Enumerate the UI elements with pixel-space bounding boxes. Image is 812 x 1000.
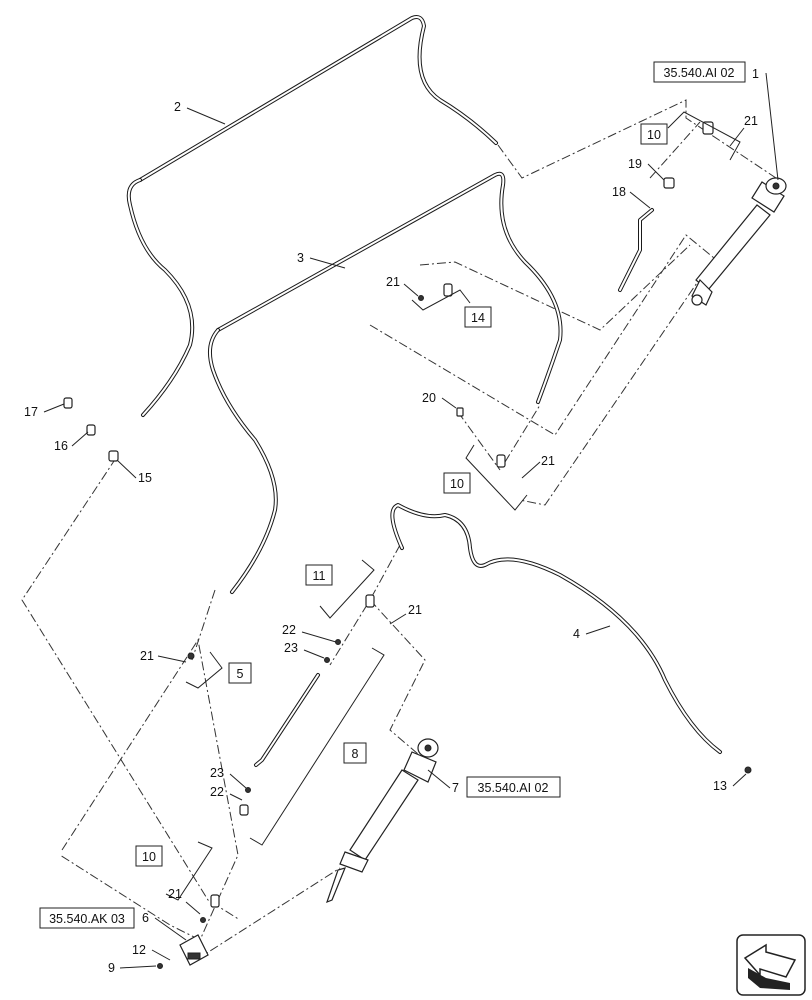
boxed-callout-14: 14 (464, 306, 492, 328)
hydraulic-cylinder-1 (691, 177, 787, 306)
callout-number: 22 (210, 785, 224, 799)
callout-number: 6 (142, 911, 149, 925)
callout-20: 20 (422, 391, 457, 409)
callout-number: 16 (54, 439, 68, 453)
bracket-group-10a (667, 111, 741, 161)
callout-number: 18 (612, 185, 626, 199)
callout-21-f: 21 (168, 887, 201, 915)
hydraulic-cylinder-7 (326, 738, 439, 904)
callout-17: 17 (24, 403, 65, 419)
callout-number: 21 (140, 649, 154, 663)
bracket-group-10c (165, 841, 213, 901)
callout-21-a: 21 (729, 114, 758, 147)
bracket-group-14 (411, 289, 471, 311)
bracket-group-10b (465, 444, 528, 511)
callout-13: 13 (713, 773, 747, 793)
callout-number: 22 (282, 623, 296, 637)
bracket-group-8 (249, 647, 385, 846)
callout-number: 10 (142, 850, 156, 864)
callout-9: 9 (108, 961, 157, 975)
callout-1: 1 (752, 67, 779, 181)
callout-number: 23 (284, 641, 298, 655)
callout-number: 21 (541, 454, 555, 468)
callout-number: 14 (471, 311, 485, 325)
callout-4: 4 (573, 625, 611, 641)
callout-6: 6 (142, 911, 187, 941)
callout-number: 8 (352, 747, 359, 761)
view-direction-arrow-icon (736, 934, 806, 996)
boxed-callout-5: 5 (228, 662, 252, 684)
callout-22-a: 22 (282, 623, 337, 643)
callout-number: 7 (452, 781, 459, 795)
hose-3 (207, 171, 563, 594)
callout-number: 19 (628, 157, 642, 171)
pipe-8 (254, 673, 320, 767)
callout-2: 2 (174, 100, 226, 125)
callout-21-d: 21 (389, 603, 422, 625)
callout-3: 3 (297, 251, 346, 269)
callout-number: 10 (450, 477, 464, 491)
callout-number: 21 (386, 275, 400, 289)
fittings (63, 121, 752, 969)
boxed-callout-10-b: 10 (443, 472, 471, 494)
connection-lines (21, 99, 777, 961)
callout-number: 1 (752, 67, 759, 81)
callout-number: 12 (132, 943, 146, 957)
hose-4 (390, 503, 722, 754)
callout-number: 21 (744, 114, 758, 128)
bracket-group-11 (319, 559, 375, 619)
callout-number: 13 (713, 779, 727, 793)
hose-2 (126, 15, 498, 417)
callout-23-b: 23 (210, 766, 247, 789)
callout-21-b: 21 (386, 275, 419, 297)
callout-12: 12 (132, 943, 171, 961)
boxed-callout-10-c: 10 (135, 845, 163, 867)
callout-number: 9 (108, 961, 115, 975)
callout-22-b: 22 (210, 785, 243, 801)
callout-19: 19 (628, 157, 665, 181)
reference-box-middle[interactable]: 35.540.AI 02 (466, 776, 561, 798)
callout-23-a: 23 (284, 641, 325, 659)
reference-box-bottom[interactable]: 35.540.AK 03 (39, 907, 135, 929)
callout-number: 10 (647, 128, 661, 142)
callout-18: 18 (612, 185, 651, 209)
callout-16: 16 (54, 431, 89, 453)
callout-number: 2 (174, 100, 181, 114)
callout-number: 3 (297, 251, 304, 265)
bracket-group-5 (185, 651, 223, 689)
boxed-callout-8: 8 (343, 742, 367, 764)
callout-number: 20 (422, 391, 436, 405)
callout-21-c: 21 (521, 454, 555, 479)
callout-number: 17 (24, 405, 38, 419)
callout-number: 11 (313, 569, 326, 583)
boxed-callout-10-a: 10 (640, 123, 668, 145)
reference-label: 35.540.AK 03 (49, 912, 125, 926)
callout-21-e: 21 (140, 649, 187, 663)
callout-number: 4 (573, 627, 580, 641)
callout-number: 21 (168, 887, 182, 901)
callout-number: 21 (408, 603, 422, 617)
boxed-callout-11: 11 (305, 564, 333, 586)
reference-label: 35.540.AI 02 (478, 781, 549, 795)
reference-label: 35.540.AI 02 (664, 66, 735, 80)
callout-number: 15 (138, 471, 152, 485)
callout-number: 5 (237, 667, 244, 681)
valve-block-6 (179, 934, 209, 966)
reference-box-top[interactable]: 35.540.AI 02 (653, 61, 746, 83)
pipe-18 (618, 208, 654, 292)
callout-number: 23 (210, 766, 224, 780)
callout-15: 15 (116, 459, 152, 485)
callout-7: 7 (427, 769, 459, 795)
